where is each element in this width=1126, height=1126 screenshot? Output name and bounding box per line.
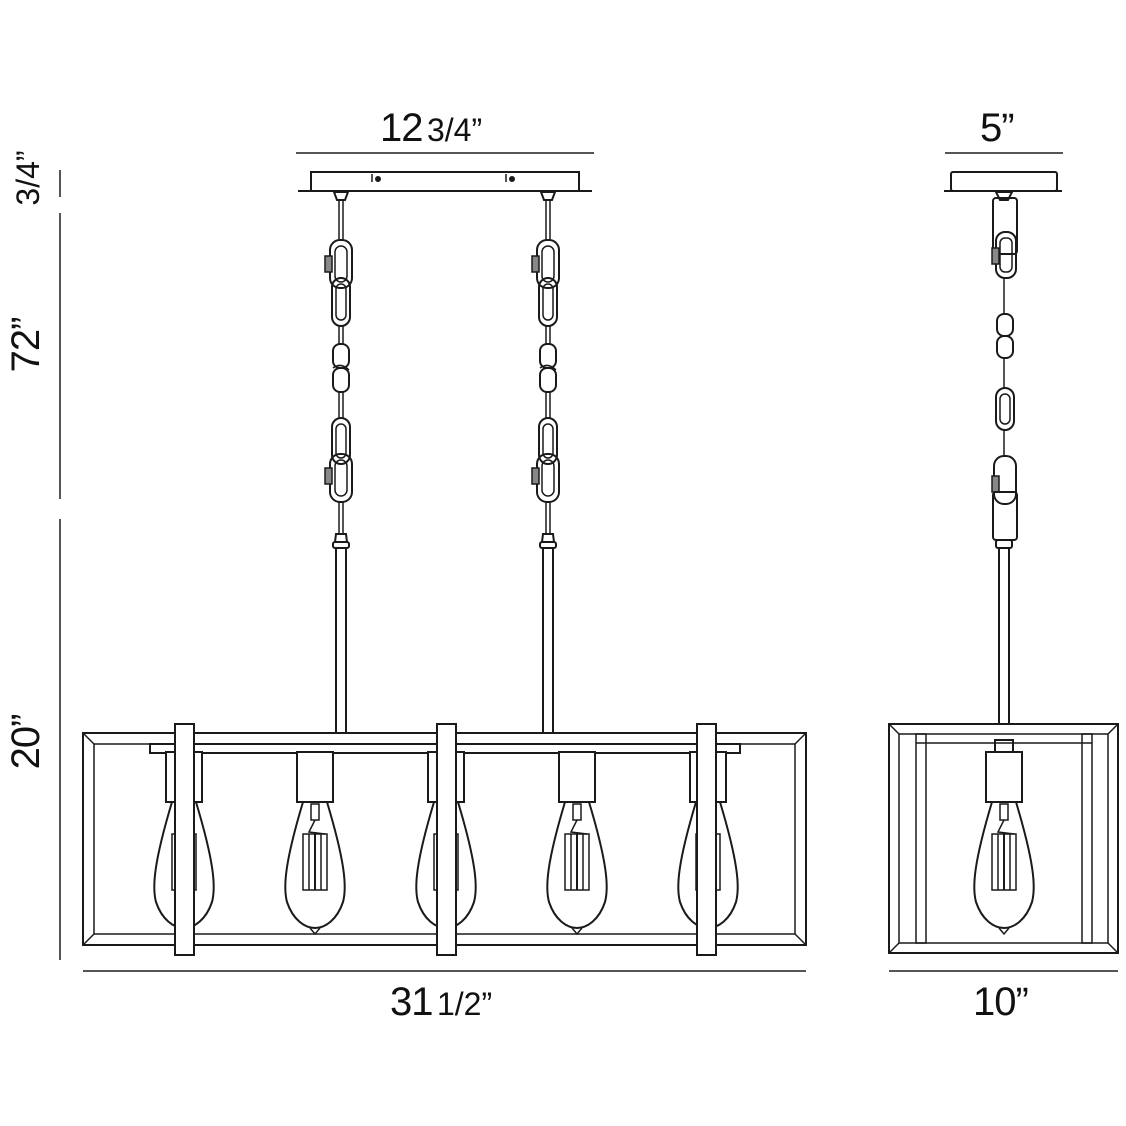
downrod-left bbox=[335, 547, 347, 734]
side-canopy-plate bbox=[950, 171, 1058, 192]
bulb-2 bbox=[284, 751, 346, 935]
side-view bbox=[888, 152, 1119, 972]
canopy-depth-label: 5” bbox=[980, 106, 1015, 150]
chain-left bbox=[324, 191, 353, 549]
body-length-label: 31 1/2” bbox=[390, 982, 492, 1022]
front-view bbox=[82, 152, 807, 972]
body-length-whole: 31 bbox=[390, 980, 433, 1024]
side-bulb bbox=[973, 751, 1035, 935]
side-downrod bbox=[998, 547, 1010, 725]
body-width-label: 10” bbox=[973, 980, 1029, 1024]
chain-height-label: 72” bbox=[4, 317, 48, 373]
canopy-height-label: 3/4” bbox=[10, 150, 46, 206]
body-height-label: 20” bbox=[4, 714, 48, 770]
bulb-4 bbox=[546, 751, 608, 935]
canopy-length-fraction: 3/4” bbox=[426, 112, 483, 148]
chain-right bbox=[531, 191, 560, 549]
strap-center bbox=[436, 723, 457, 956]
downrod-right bbox=[542, 547, 554, 734]
strap-right bbox=[696, 723, 717, 956]
canopy-length-whole: 12 bbox=[380, 106, 423, 150]
body-length-fraction: 1/2” bbox=[436, 986, 493, 1022]
side-frame-outer bbox=[888, 723, 1119, 954]
canopy-plate bbox=[310, 171, 580, 192]
canopy-length-label: 12 3/4” bbox=[380, 108, 482, 148]
strap-left bbox=[174, 723, 195, 956]
side-frame-inner bbox=[898, 733, 1109, 944]
